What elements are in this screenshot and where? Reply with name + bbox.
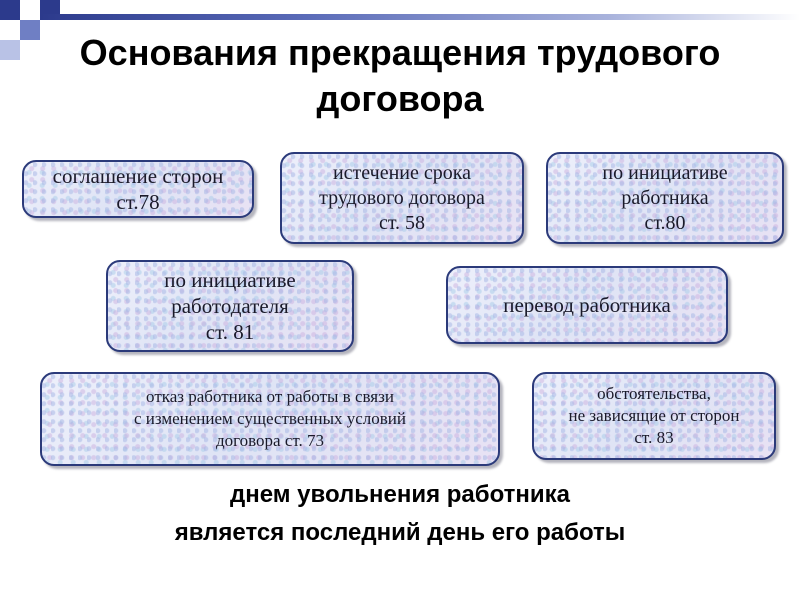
box-text: ст.78	[116, 190, 160, 214]
box-text: работника	[621, 186, 709, 209]
box-text: по инициативе	[164, 268, 296, 292]
header-gradient-rule	[40, 14, 800, 20]
deco-square	[20, 0, 40, 20]
box-refusal: отказ работника от работы в связи с изме…	[40, 372, 500, 466]
deco-square	[0, 0, 20, 20]
box-text: по инициативе	[602, 161, 728, 184]
box-employee-initiative: по инициативе работника ст.80	[546, 152, 784, 244]
box-text: трудового договора	[319, 186, 485, 209]
slide-title: Основания прекращения трудового договора	[20, 30, 780, 122]
title-line: Основания прекращения трудового	[79, 32, 721, 73]
box-text: ст. 81	[205, 320, 255, 344]
box-text: работодателя	[171, 294, 289, 318]
box-text: истечение срока	[332, 161, 472, 184]
title-line: договора	[316, 78, 484, 119]
box-text: с изменением существенных условий	[133, 409, 406, 428]
box-text: перевод работника	[503, 293, 671, 317]
deco-square	[0, 40, 20, 60]
box-expiry: истечение срока трудового договора ст. 5…	[280, 152, 524, 244]
box-text: соглашение сторон	[52, 164, 224, 188]
box-text: отказ работника от работы в связи	[146, 387, 394, 406]
box-text: ст. 58	[378, 211, 426, 234]
deco-square	[0, 20, 20, 40]
deco-square	[20, 20, 40, 40]
box-transfer: перевод работника	[446, 266, 728, 344]
box-circumstances: обстоятельства, не зависящие от сторон с…	[532, 372, 776, 460]
box-text: ст. 83	[634, 428, 674, 447]
box-text: не зависящие от сторон	[568, 406, 740, 425]
footer-line: днем увольнения работника	[229, 481, 571, 508]
box-text: ст.80	[644, 211, 686, 234]
footer-line: является последний день его работы	[174, 519, 626, 546]
box-text: договора ст. 73	[215, 431, 325, 450]
box-employer-initiative: по инициативе работодателя ст. 81	[106, 260, 354, 352]
box-agreement: соглашение сторон ст.78	[22, 160, 254, 218]
box-text: обстоятельства,	[597, 384, 711, 403]
